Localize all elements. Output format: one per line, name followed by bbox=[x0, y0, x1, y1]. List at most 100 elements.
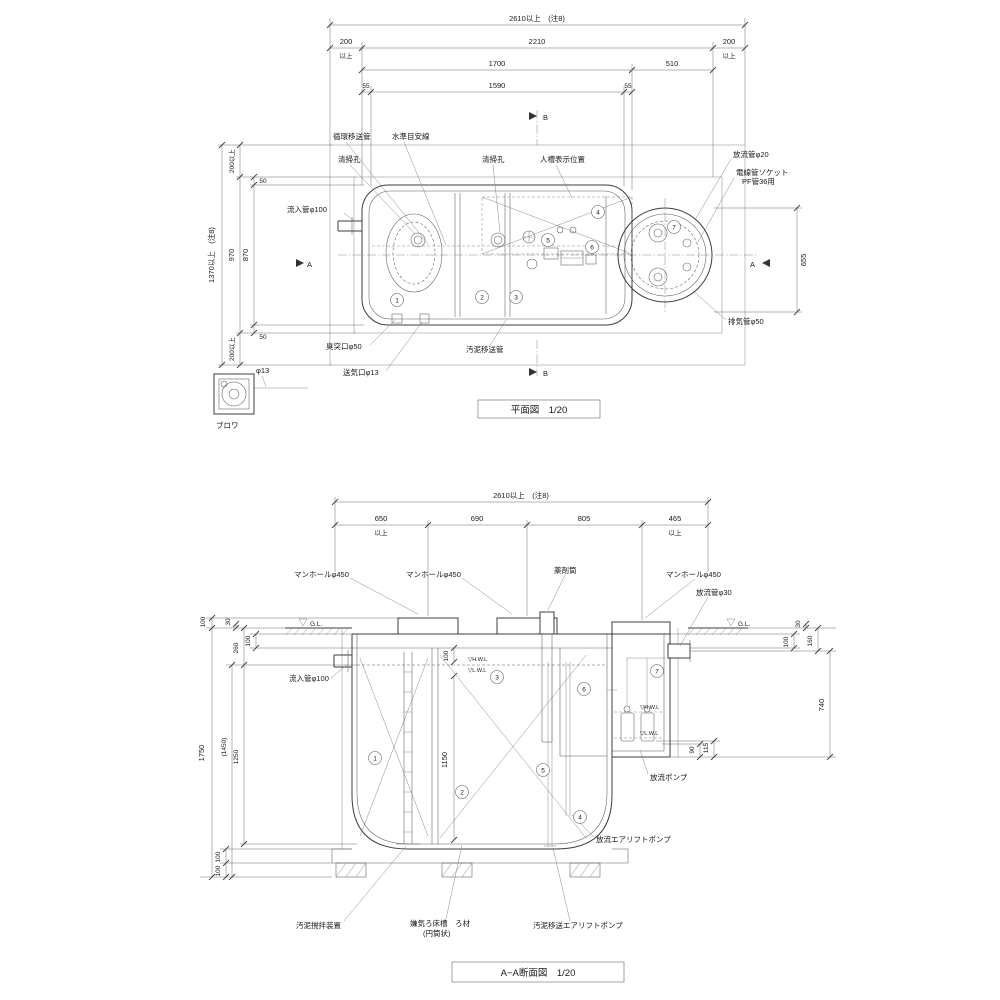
sec-dim-100-inside: 100 bbox=[443, 650, 450, 661]
plan-num-4: 4 bbox=[596, 210, 600, 217]
plan-dim-200ijou-bottom: 200以上 bbox=[227, 337, 236, 361]
sec-dim-1750: 1750 bbox=[197, 745, 206, 762]
plan-dim-height-total: 1370以上 (注8) bbox=[206, 227, 216, 283]
sec-label-kakuhan: 汚泥撹拌装置 bbox=[296, 920, 341, 930]
plan-label-densen-1: 電線管ソケット bbox=[736, 167, 789, 177]
sec-num-5: 5 bbox=[541, 768, 545, 775]
plan-dimension-texts: 2610以上 (注8) 200 以上 2210 200 以上 1700 510 … bbox=[206, 13, 808, 361]
plan-num-2: 2 bbox=[480, 295, 484, 302]
sec-dim-805: 805 bbox=[578, 514, 591, 523]
manhole-collar-1 bbox=[397, 617, 459, 635]
plan-label-houryu: 放流管φ20 bbox=[733, 149, 769, 159]
hwl-label-chamber: ▽H.W.L bbox=[640, 705, 659, 711]
sec-dim-1250: 1250 bbox=[233, 749, 240, 764]
plan-label-suijun: 水準目安線 bbox=[392, 131, 430, 141]
sec-label-houryukan: 放流管φ30 bbox=[696, 587, 732, 597]
sec-dim-30-right: 30 bbox=[795, 620, 802, 628]
outlet-pipe bbox=[667, 643, 691, 659]
section-title: A−A断面図 1/20 bbox=[501, 967, 576, 979]
plan-label-souki: 送気口φ13 bbox=[343, 367, 379, 377]
section-flag-b-bottom bbox=[529, 368, 537, 376]
gl-label-left: G.L. bbox=[310, 621, 322, 628]
section-flag-a-right bbox=[762, 259, 770, 267]
plan-label-densen-2: PF管36用 bbox=[742, 176, 775, 186]
section-dimension-lines bbox=[200, 497, 836, 878]
capacity-display-area bbox=[481, 196, 633, 255]
ground: G.L. G.L. bbox=[285, 618, 750, 849]
plan-chamber-numbers: 1 2 3 4 5 6 7 bbox=[390, 205, 681, 307]
plan-label-odei: 汚泥移送管 bbox=[466, 344, 504, 354]
section-labels: マンホールφ450 マンホールφ450 薬剤筒 マンホールφ450 放流管φ30… bbox=[289, 565, 732, 938]
sec-dim-90: 90 bbox=[689, 746, 696, 754]
vent-fitting bbox=[391, 313, 403, 324]
sec-dim-100-base1: 100 bbox=[215, 851, 222, 862]
sec-label-manhole-3: マンホールφ450 bbox=[666, 570, 721, 579]
section-dimension-texts: 2610以上 (注8) 650 以上 690 805 465 以上 100 17… bbox=[197, 490, 826, 876]
plan-dim-200ijou-top: 200以上 bbox=[227, 149, 236, 173]
outlet-chamber-lid bbox=[611, 621, 671, 635]
discharge-pump-1 bbox=[620, 712, 635, 742]
sec-dim-100-slab-left: 100 bbox=[245, 635, 252, 646]
plan-dim-2210: 2210 bbox=[529, 37, 546, 46]
sec-dim-30-left: 30 bbox=[225, 618, 232, 626]
sec-num-6: 6 bbox=[582, 687, 586, 694]
plan-dim-50-top: 50 bbox=[259, 178, 267, 185]
pump-plan-2 bbox=[648, 267, 668, 287]
plan-label-shutotsu: 臭突口φ50 bbox=[326, 341, 362, 351]
sec-dim-465-ijou: 以上 bbox=[669, 528, 683, 537]
sec-num-2: 2 bbox=[460, 790, 464, 797]
foundation-pad-center bbox=[441, 862, 473, 878]
gl-symbol-right bbox=[726, 618, 736, 627]
plan-dimension-lines bbox=[218, 18, 802, 366]
sec-dim-740: 740 bbox=[817, 699, 826, 712]
pump-plan-1 bbox=[648, 223, 668, 243]
marker-b-top: B bbox=[543, 113, 548, 122]
plan-dim-970: 970 bbox=[227, 249, 236, 262]
sec-num-3: 3 bbox=[495, 675, 499, 682]
plan-dim-200-right: 200 bbox=[723, 37, 736, 46]
plan-dim-1590: 1590 bbox=[489, 81, 506, 90]
sec-dim-260: 260 bbox=[233, 642, 240, 653]
marker-a-right: A bbox=[750, 260, 755, 269]
tank-shell-outer bbox=[351, 634, 613, 850]
plan-label-seisou-2: 清掃孔 bbox=[482, 154, 505, 164]
plan-dim-50-bottom: 50 bbox=[259, 334, 267, 341]
plan-dim-1700: 1700 bbox=[489, 59, 506, 68]
plan-dim-phi13: φ13 bbox=[256, 366, 269, 375]
cleanout-hole-2 bbox=[490, 232, 506, 248]
plan-num-6: 6 bbox=[590, 245, 594, 252]
plan-dimension-ticks bbox=[218, 21, 801, 369]
sec-dim-100-top: 100 bbox=[200, 616, 207, 627]
plan-dim-655: 655 bbox=[799, 254, 808, 267]
plan-num-3: 3 bbox=[514, 295, 518, 302]
sec-dim-100-right: 100 bbox=[783, 636, 790, 647]
tank-plan-inner bbox=[368, 190, 626, 320]
plan-dim-510: 510 bbox=[666, 59, 679, 68]
plan-label-ryunyu: 流入管φ100 bbox=[287, 204, 327, 214]
sec-label-ryunyu: 流入管φ100 bbox=[289, 673, 329, 683]
sec-label-yakuzai: 薬剤筒 bbox=[554, 565, 577, 575]
sec-label-houryu-airlift: 放流エアリフトポンプ bbox=[596, 834, 671, 844]
sec-dim-1450: (1450) bbox=[221, 738, 228, 757]
anaerobic-chamber-oval bbox=[385, 213, 443, 293]
section-flag-a-left bbox=[296, 259, 304, 267]
tank-shell-inner bbox=[356, 634, 608, 845]
plan-labels: 循環移送管 水準目安線 清掃孔 清掃孔 人槽表示位置 放流管φ20 電線管ソケッ… bbox=[287, 131, 789, 377]
section-title-box: A−A断面図 1/20 bbox=[451, 961, 625, 983]
sec-dim-650: 650 bbox=[375, 514, 388, 523]
sec-dim-100-base2: 100 bbox=[215, 865, 222, 876]
sec-dim-690: 690 bbox=[471, 514, 484, 523]
plan-dim-total: 2610以上 (注8) bbox=[509, 13, 565, 23]
plan-dim-870: 870 bbox=[241, 249, 250, 262]
sec-dim-115: 115 bbox=[703, 742, 710, 753]
sec-num-7: 7 bbox=[655, 669, 659, 676]
lwl-label-chamber: ▽L.W.L bbox=[640, 731, 658, 737]
sec-label-rozai-1: 嫌気ろ床槽 ろ材 bbox=[410, 918, 470, 928]
hwl-label-main: ▽H.W.L bbox=[468, 657, 487, 663]
water-level-labels: ▽H.W.L ▽L.W.L ▽H.W.L ▽L.W.L bbox=[468, 657, 659, 737]
section-dimension-ticks bbox=[208, 498, 834, 881]
foundation-pad-right bbox=[569, 862, 601, 878]
sec-label-rozai-2: (円筒状) bbox=[423, 928, 451, 938]
sec-num-4: 4 bbox=[578, 815, 582, 822]
